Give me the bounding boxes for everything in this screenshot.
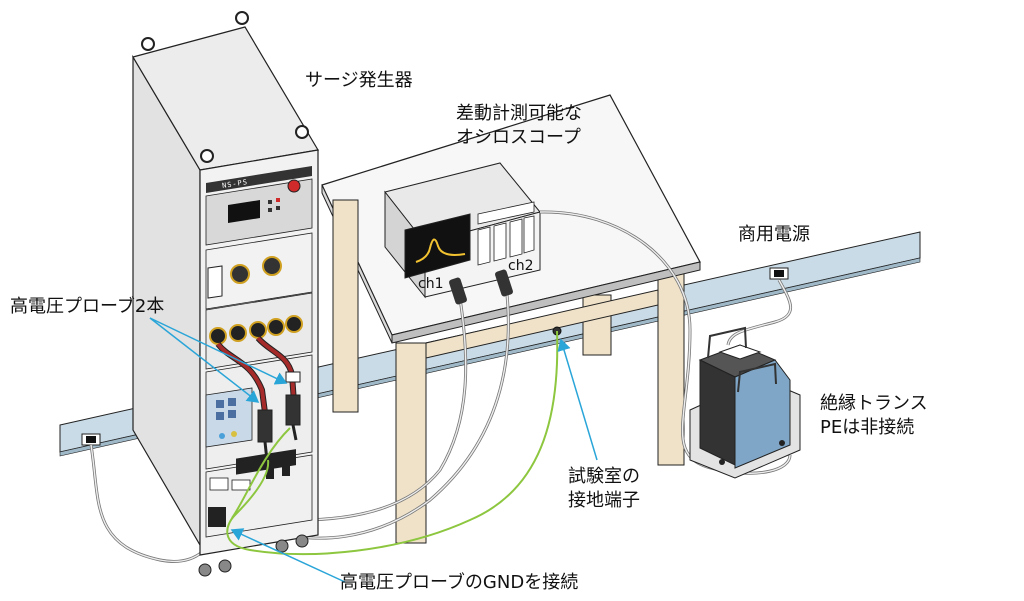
label-isolation-transformer-line1: 絶縁トランス [820, 393, 928, 414]
label-surge-generator: サージ発生器 [305, 70, 413, 91]
oscilloscope-controls [477, 201, 535, 266]
label-lab-ground-line2: 接地端子 [568, 490, 640, 511]
wall-outlet-right [769, 267, 789, 280]
label-probe-gnd: 高電圧プローブのGNDを接続 [340, 572, 579, 593]
emergency-stop-icon [287, 179, 301, 193]
hv-probe-2 [255, 335, 301, 441]
label-oscilloscope-line1: 差動計測可能な [456, 103, 582, 124]
label-lab-ground-line1: 試験室の [568, 466, 640, 487]
annotation-arrows [149, 317, 598, 583]
ground-wire [226, 330, 559, 556]
label-hv-probes: 高電圧プローブ2本 [10, 296, 165, 317]
label-isolation-transformer-line2: PEは非接続 [820, 417, 915, 438]
oscilloscope-screen [404, 213, 471, 279]
surge-generator-display [228, 200, 260, 223]
label-commercial-power: 商用電源 [738, 224, 810, 245]
probe-cable-ch2 [289, 269, 513, 540]
label-oscilloscope-line2: オシロスコープ [456, 127, 581, 148]
surge-generator [132, 11, 319, 577]
power-inlet [208, 507, 226, 527]
label-ch2: ch2 [508, 258, 534, 274]
label-ch1: ch1 [418, 276, 444, 292]
probe-cable-ch1 [297, 277, 468, 522]
wall-outlet-left [81, 433, 101, 446]
oscilloscope [384, 162, 541, 299]
isolation-transformer [689, 326, 801, 479]
